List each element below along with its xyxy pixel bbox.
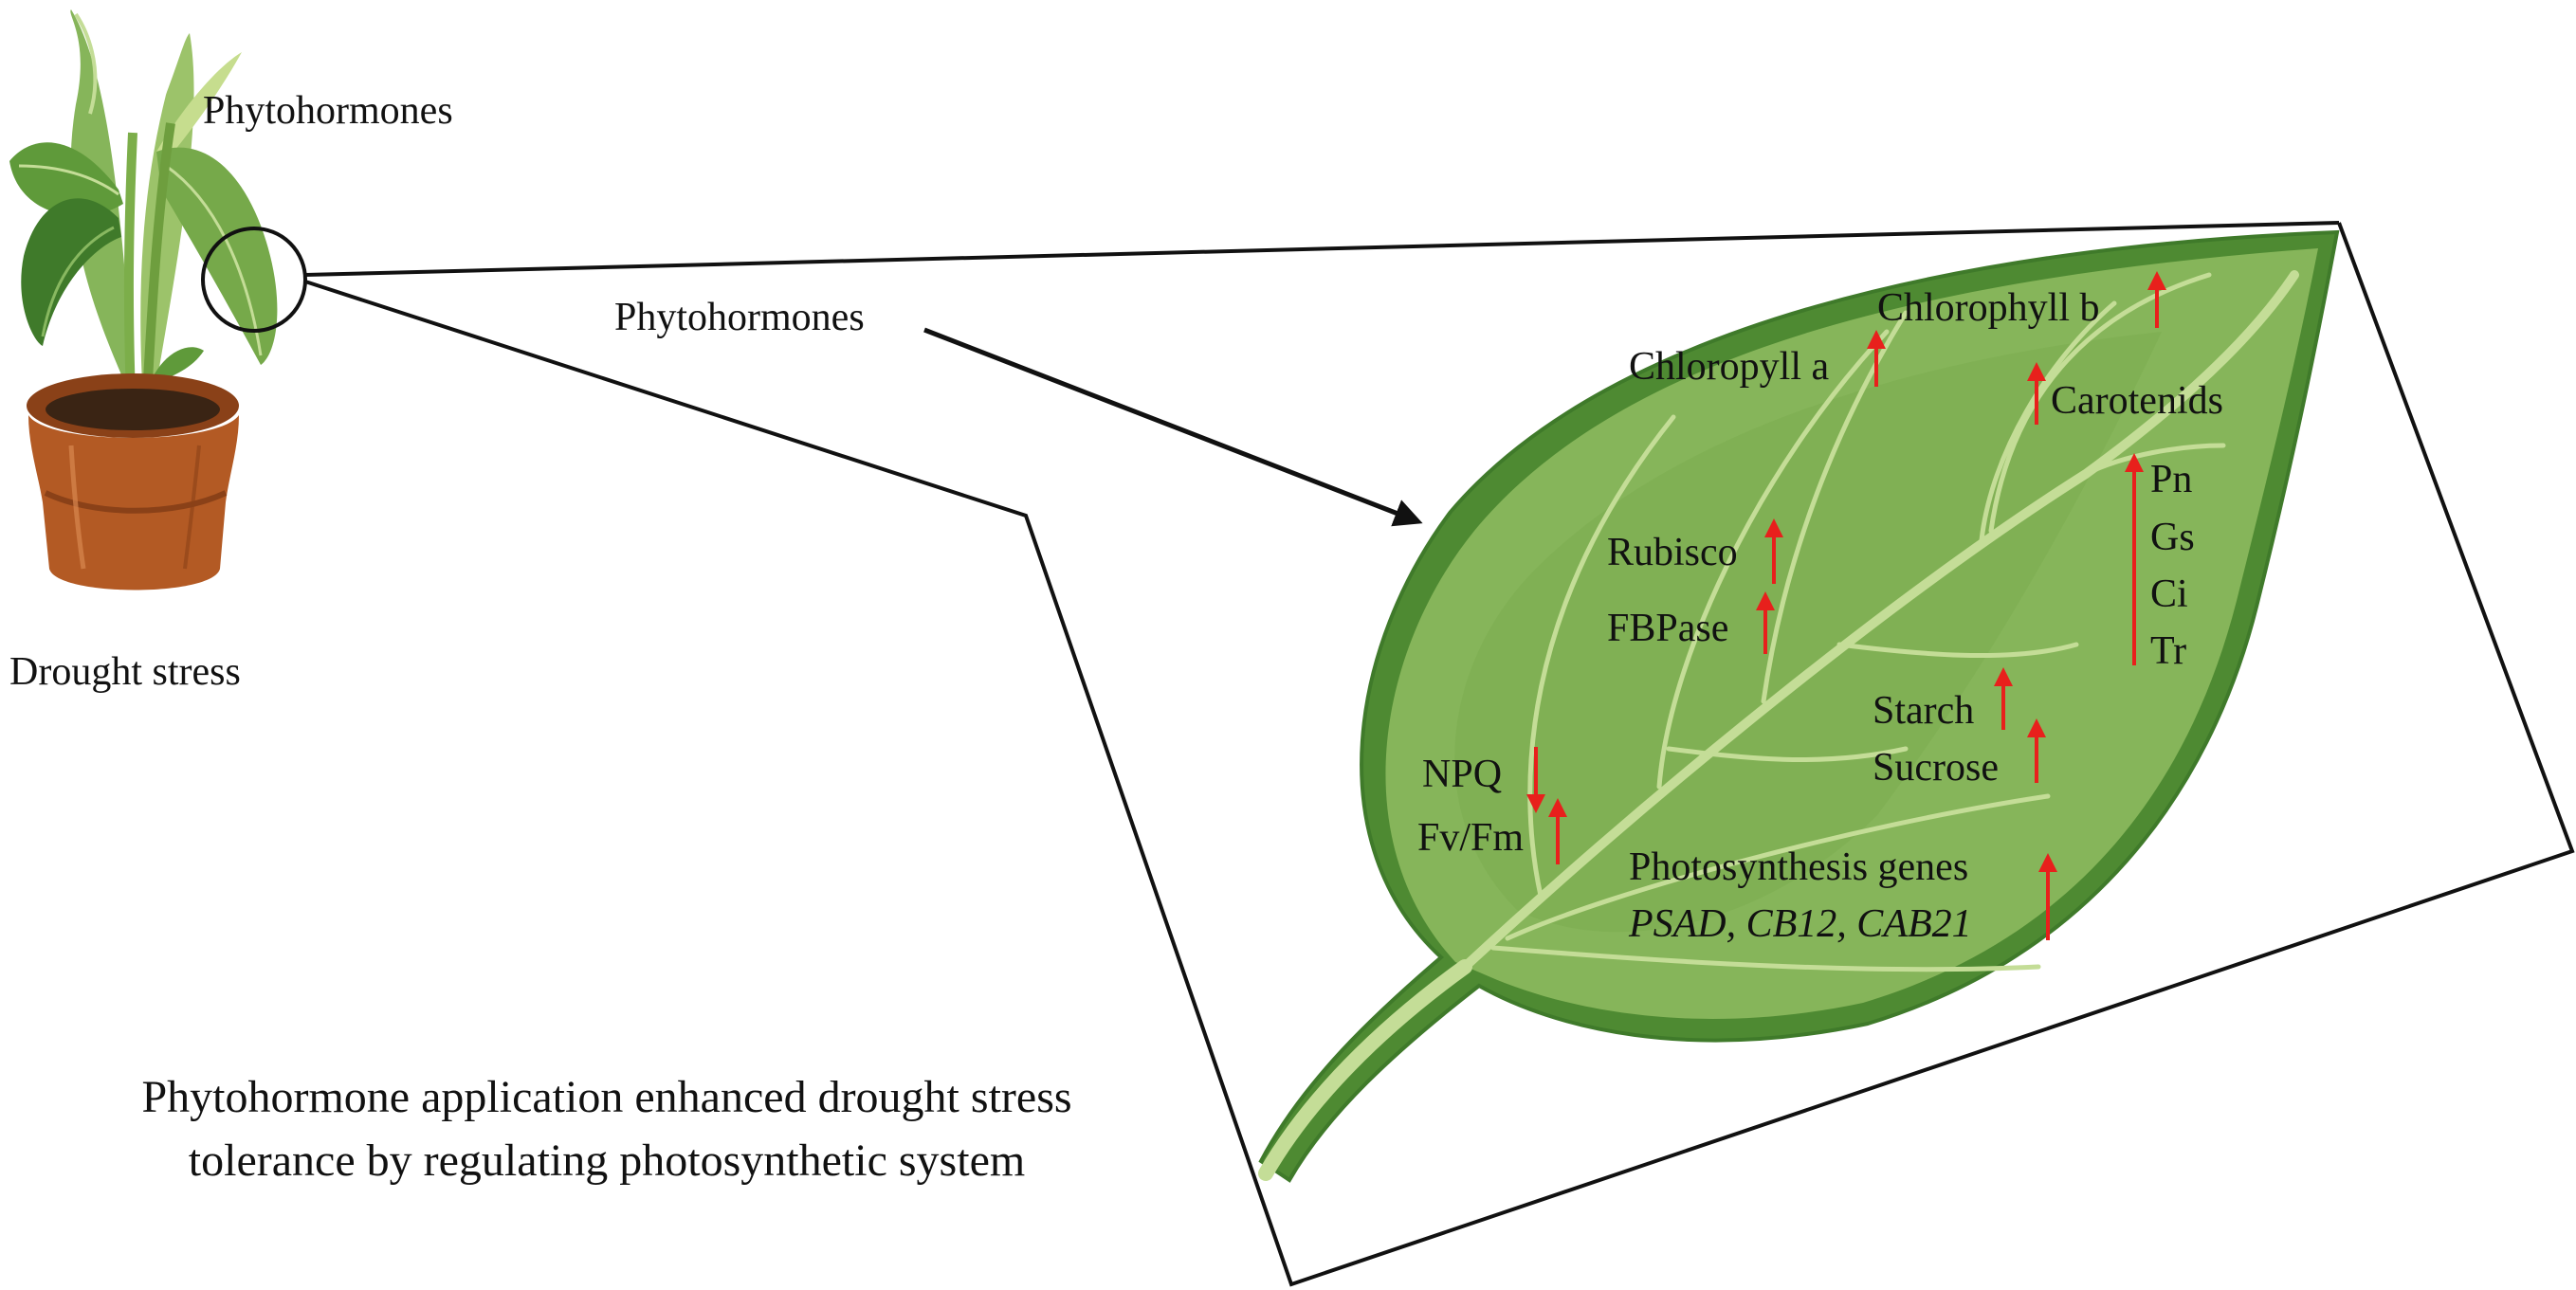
chlorophyll-a-label: Chloropyll a	[1629, 345, 1830, 389]
caption-line-1: Phytohormone application enhanced drough…	[141, 1072, 1071, 1122]
pn-label: Pn	[2150, 458, 2192, 501]
rubisco-label: Rubisco	[1607, 531, 1738, 574]
drought-stress-label: Drought stress	[9, 650, 241, 694]
ci-label: Ci	[2150, 572, 2188, 616]
chlorophyll-b-label: Chlorophyll b	[1877, 286, 2100, 330]
leaf-illustration	[1258, 229, 2340, 1183]
arrow-phytohormones-label: Phytohormones	[614, 296, 865, 339]
gs-label: Gs	[2150, 516, 2195, 559]
plant-phytohormones-label: Phytohormones	[203, 89, 453, 133]
fvfm-label: Fv/Fm	[1417, 816, 1524, 860]
regulation-arrows	[1526, 271, 2166, 940]
zoom-circle	[201, 227, 307, 333]
sucrose-label: Sucrose	[1873, 746, 1999, 790]
starch-label: Starch	[1873, 689, 1974, 733]
carotenoids-label: Carotenids	[2051, 379, 2223, 423]
phytohormones-arrow	[923, 327, 1423, 527]
photosynthesis-genes-list: PSAD, CB12, CAB21	[1628, 902, 1972, 946]
photosynthesis-genes-label: Photosynthesis genes	[1629, 845, 1968, 889]
zoom-callout-box	[304, 221, 2575, 1287]
tr-label: Tr	[2150, 629, 2186, 673]
caption-line-2: tolerance by regulating photosynthetic s…	[189, 1136, 1025, 1186]
fbpase-label: FBPase	[1607, 607, 1728, 650]
npq-label: NPQ	[1422, 753, 1502, 796]
potted-plant-illustration	[9, 9, 307, 590]
